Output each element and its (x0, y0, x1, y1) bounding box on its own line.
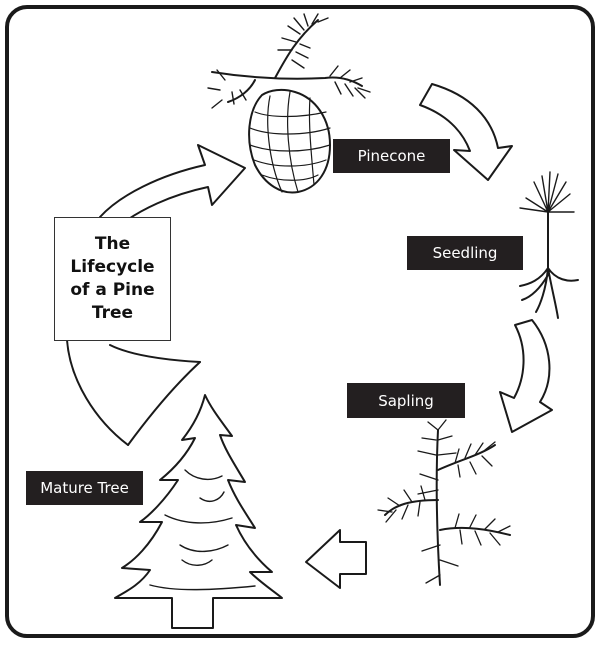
label-sapling: Sapling (347, 383, 465, 418)
title-line-4: Tree (91, 303, 134, 323)
arrow-to-sapling-icon (499, 319, 553, 433)
arrow-to-pinecone-icon (66, 144, 246, 446)
sapling-branch-icon (377, 419, 511, 586)
arrow-to-mature-tree-icon (305, 529, 367, 589)
arrow-to-seedling-icon (419, 83, 513, 181)
seedling-with-roots-icon (519, 171, 579, 319)
title-line-2: Lifecycle (70, 257, 155, 277)
title-line-3: of a Pine (70, 280, 155, 300)
pine-branch-with-cone-icon (207, 13, 371, 194)
label-mature-tree: Mature Tree (26, 471, 143, 505)
diagram-title: The Lifecycle of a Pine Tree (54, 217, 171, 341)
label-pinecone: Pinecone (333, 139, 450, 173)
mature-pine-tree-icon (114, 394, 283, 629)
label-seedling: Seedling (407, 236, 523, 270)
title-line-1: The (94, 234, 131, 254)
